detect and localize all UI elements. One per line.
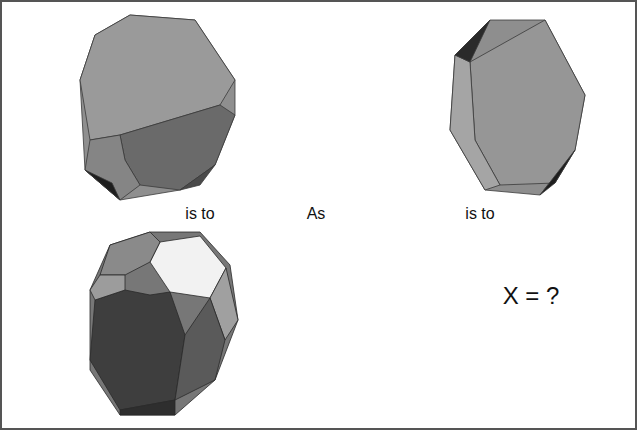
question-label: X = ? bbox=[503, 283, 560, 309]
polyhedron-c bbox=[90, 232, 238, 415]
analogy-word: As bbox=[307, 205, 326, 223]
analogy-word: is to bbox=[465, 205, 494, 223]
analogy-word: is to bbox=[185, 205, 214, 223]
polyhedron-b bbox=[450, 20, 585, 195]
polyhedron-a bbox=[80, 15, 235, 200]
